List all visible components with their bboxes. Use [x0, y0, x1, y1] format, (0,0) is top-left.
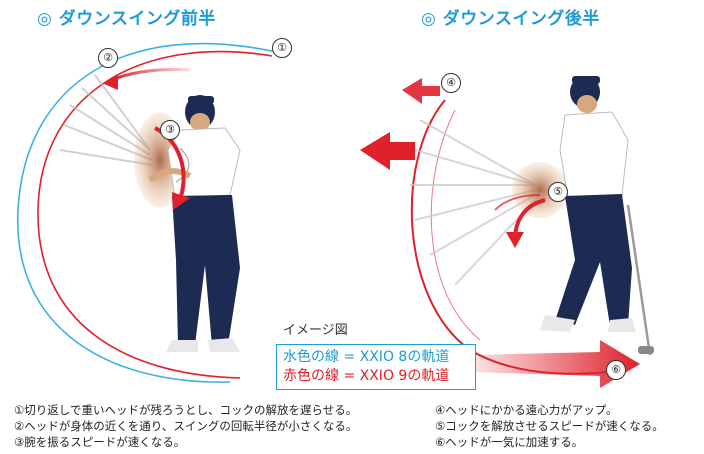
note-item: ②ヘッドが身体の近くを通り、スイングの回転半径が小さくなる。	[14, 419, 358, 433]
marker-2: ②	[98, 48, 118, 68]
arrow-6-icon	[470, 340, 640, 388]
note-item: ①切り返しで重いヘッドが残ろうとし、コックの解放を遅らせる。	[14, 403, 358, 417]
image-caption: イメージ図	[283, 323, 348, 338]
right-golfer	[512, 76, 654, 356]
marker-3: ③	[160, 120, 180, 140]
notes-left: ①切り返しで重いヘッドが残ろうとし、コックの解放を遅らせる。 ②ヘッドが身体の近…	[14, 402, 357, 450]
note-item: ⑤コックを解放させるスピードが速くなる。	[435, 419, 664, 433]
right-red-inner-arc	[430, 109, 481, 341]
marker-1: ①	[272, 38, 292, 58]
note-item: ③腕を振るスピードが速くなる。	[14, 435, 186, 449]
legend-blue-line: 水色の線 = XXIO 8の軌道	[283, 349, 450, 365]
notes-right: ④ヘッドにかかる遠心力がアップ。 ⑤コックを解放させるスピードが速くなる。 ⑥ヘ…	[435, 402, 664, 450]
marker-4: ④	[441, 73, 461, 93]
note-item: ⑥ヘッドが一気に加速する。	[435, 435, 584, 449]
marker-5: ⑤	[548, 182, 568, 202]
red-arc-xxio9	[37, 50, 273, 379]
blue-arc-xxio8	[17, 42, 277, 383]
note-item: ④ヘッドにかかる遠心力がアップ。	[435, 403, 618, 417]
left-golfer	[134, 95, 241, 352]
title-downswing-second-half: ◎ ダウンスイング後半	[421, 9, 600, 29]
title-downswing-first-half: ◎ ダウンスイング前半	[37, 9, 216, 29]
marker-6: ⑥	[606, 360, 626, 380]
arrow-big-left-icon	[360, 132, 415, 170]
arrow-4-icon	[402, 78, 440, 104]
legend-red-line: 赤色の線 = XXIO 9の軌道	[283, 368, 450, 384]
legend-box: 水色の線 = XXIO 8の軌道 赤色の線 = XXIO 9の軌道	[276, 344, 476, 390]
